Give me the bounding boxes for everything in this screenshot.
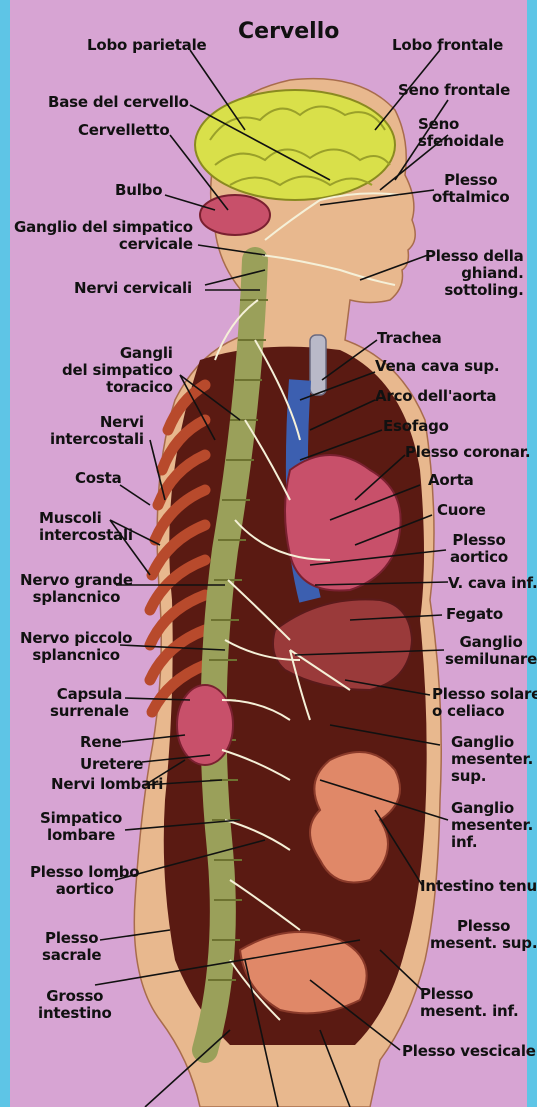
label-cuore: Cuore — [437, 502, 486, 519]
label-arco-aorta: Arco dell'aorta — [375, 388, 496, 405]
label-plesso-sacrale: Plesso sacrale — [42, 930, 101, 964]
label-nervi-intercostali: Nervi intercostali — [50, 414, 144, 448]
label-esofago: Esofago — [383, 418, 449, 435]
label-seno-frontale: Seno frontale — [398, 82, 510, 99]
diagram-title: Cervello — [238, 20, 339, 44]
label-lobo-frontale: Lobo frontale — [392, 37, 503, 54]
label-plesso-oftalmico: Plesso oftalmico — [432, 172, 509, 206]
label-seno-sfenoidale: Seno sfenoidale — [418, 116, 504, 150]
label-capsula-surrenale: Capsula surrenale — [50, 686, 129, 720]
label-plesso-mesent-sup: Plesso mesent. sup. — [430, 918, 537, 952]
label-plesso-aortico: Plesso aortico — [450, 532, 508, 566]
label-ganglio-semilunare: Ganglio semilunare — [445, 634, 537, 668]
label-ganglio-mesenter-inf: Ganglio mesenter. inf. — [451, 800, 533, 851]
label-muscoli-intercostali: Muscoli intercostali — [39, 510, 133, 544]
label-intestino-tenue: Intestino tenue — [420, 878, 537, 895]
kidney — [177, 685, 233, 765]
label-plesso-ghiand-sottoling: Plesso della ghiand. sottoling. — [425, 248, 524, 299]
label-nervo-piccolo-splancnico: Nervo piccolo splancnico — [20, 630, 132, 664]
label-plesso-mesent-inf: Plesso mesent. inf. — [420, 986, 519, 1020]
label-nervo-grande-splancnico: Nervo grande splancnico — [20, 572, 133, 606]
cerebellum — [200, 195, 270, 235]
label-nervi-cervicali: Nervi cervicali — [74, 280, 192, 297]
label-bulbo: Bulbo — [115, 182, 162, 199]
label-plesso-vescicale: Plesso vescicale — [402, 1043, 536, 1060]
label-fegato: Fegato — [446, 606, 503, 623]
label-lobo-parietale: Lobo parietale — [87, 37, 207, 54]
label-rene: Rene — [80, 734, 122, 751]
label-trachea: Trachea — [377, 330, 442, 347]
label-simpatico-lombare: Simpatico lombare — [40, 810, 122, 844]
label-costa: Costa — [75, 470, 122, 487]
label-plesso-lombo-aortico: Plesso lombo aortico — [30, 864, 139, 898]
label-ganglio-mesenter-sup: Ganglio mesenter. sup. — [451, 734, 533, 785]
label-gangli-simpatico-toracico: Gangli del simpatico toracico — [62, 345, 173, 396]
label-ganglio-simpatico-cervicale: Ganglio del simpatico cervicale — [14, 219, 193, 253]
label-base-del-cervello: Base del cervello — [48, 94, 189, 111]
label-plesso-solare: Plesso solare o celiaco — [432, 686, 537, 720]
label-grosso-intestino: Grosso intestino — [38, 988, 112, 1022]
trachea — [310, 335, 326, 395]
label-uretere: Uretere — [80, 756, 143, 773]
label-nervi-lombari: Nervi lombari — [51, 776, 163, 793]
label-plesso-coronar: Plesso coronar. — [405, 444, 530, 461]
label-cervelletto: Cervelletto — [78, 122, 169, 139]
brain — [195, 90, 395, 200]
label-v-cava-inf: V. cava inf. — [448, 575, 537, 592]
label-aorta: Aorta — [428, 472, 474, 489]
label-vena-cava-sup: Vena cava sup. — [375, 358, 499, 375]
